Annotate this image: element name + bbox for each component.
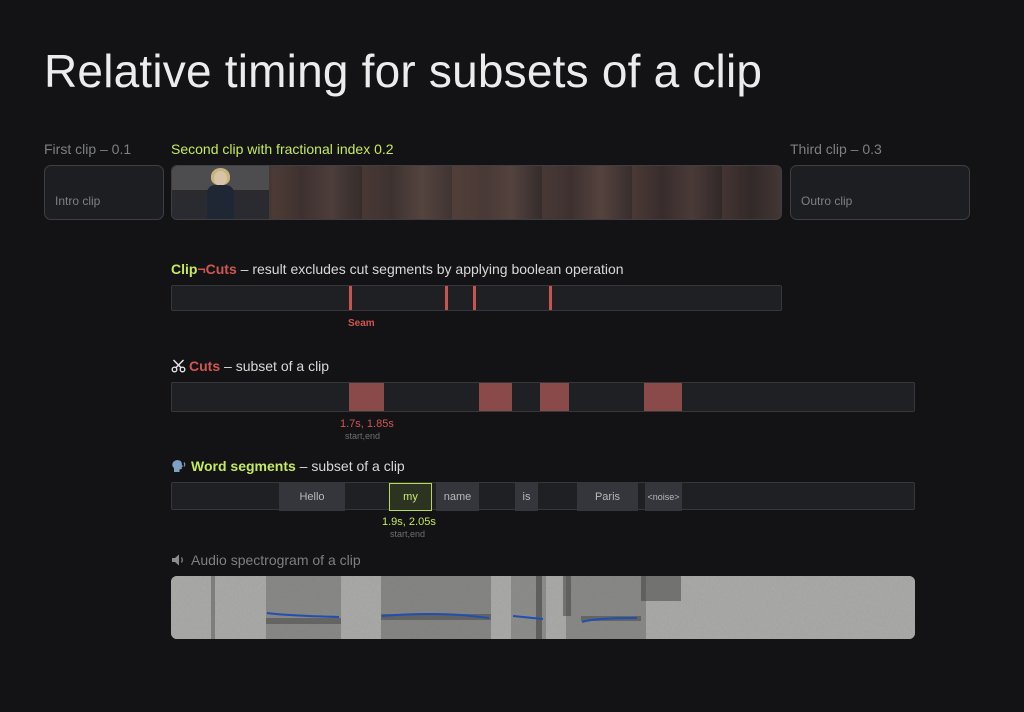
cut-segment[interactable] — [540, 383, 569, 411]
seam-marker — [473, 286, 476, 310]
boolean-section-heading: Clip¬Cuts – result excludes cut segments… — [171, 261, 624, 277]
cut-segment[interactable] — [349, 383, 384, 411]
cuts-term: Cuts — [205, 261, 237, 277]
speaker-icon — [172, 554, 183, 566]
speaking-head-icon — [172, 460, 186, 472]
seam-label: Seam — [348, 318, 375, 329]
word-time-value: 1.9s, 2.05s — [382, 516, 436, 528]
word-segment-selected[interactable]: my — [389, 483, 432, 511]
words-track[interactable]: Hello my name is Paris <noise> — [171, 482, 915, 511]
word-time-caption: start,end — [390, 529, 426, 539]
cuts-description: – subset of a clip — [220, 358, 330, 374]
intro-clip-label: Intro clip — [55, 194, 101, 208]
word-segment[interactable]: Hello — [279, 483, 345, 511]
not-symbol: ¬ — [197, 261, 206, 277]
cuts-name: Cuts — [189, 358, 221, 374]
page-title: Relative timing for subsets of a clip — [44, 45, 763, 97]
spectrogram-graphic — [171, 576, 915, 639]
word-segment[interactable]: name — [436, 483, 479, 511]
cut-time-value: 1.7s, 1.85s — [340, 418, 394, 430]
audio-label: Audio spectrogram of a clip — [191, 552, 361, 568]
word-segment[interactable]: <noise> — [645, 483, 682, 511]
word-segment[interactable]: Paris — [577, 483, 638, 511]
word-segment[interactable]: is — [515, 483, 538, 511]
second-clip-label: Second clip with fractional index 0.2 — [171, 141, 394, 157]
boolean-description: – result excludes cut segments by applyi… — [236, 261, 624, 277]
intro-clip[interactable]: Intro clip — [44, 165, 164, 220]
scissors-icon — [171, 359, 186, 373]
seam-marker — [549, 286, 552, 310]
outro-clip[interactable]: Outro clip — [790, 165, 970, 220]
seam-marker — [349, 286, 352, 310]
video-frames — [272, 166, 781, 219]
result-track[interactable] — [171, 285, 782, 311]
third-clip-label: Third clip – 0.3 — [790, 141, 882, 157]
cut-segment[interactable] — [479, 383, 512, 411]
seam-marker — [445, 286, 448, 310]
cuts-section-heading: Cuts – subset of a clip — [171, 358, 329, 374]
words-description: – subset of a clip — [295, 458, 405, 474]
words-name: Word segments — [191, 458, 296, 474]
words-section-heading: Word segments – subset of a clip — [171, 458, 405, 474]
second-clip-video-strip[interactable] — [171, 165, 782, 220]
audio-section-heading: Audio spectrogram of a clip — [171, 552, 361, 568]
video-thumbnail — [172, 166, 269, 219]
first-clip-label: First clip – 0.1 — [44, 141, 132, 157]
clip-term: Clip — [171, 261, 198, 277]
audio-spectrogram[interactable] — [171, 576, 915, 639]
cut-time-caption: start,end — [345, 431, 381, 441]
outro-clip-label: Outro clip — [801, 194, 853, 208]
cuts-track[interactable] — [171, 382, 915, 412]
cut-segment[interactable] — [644, 383, 682, 411]
